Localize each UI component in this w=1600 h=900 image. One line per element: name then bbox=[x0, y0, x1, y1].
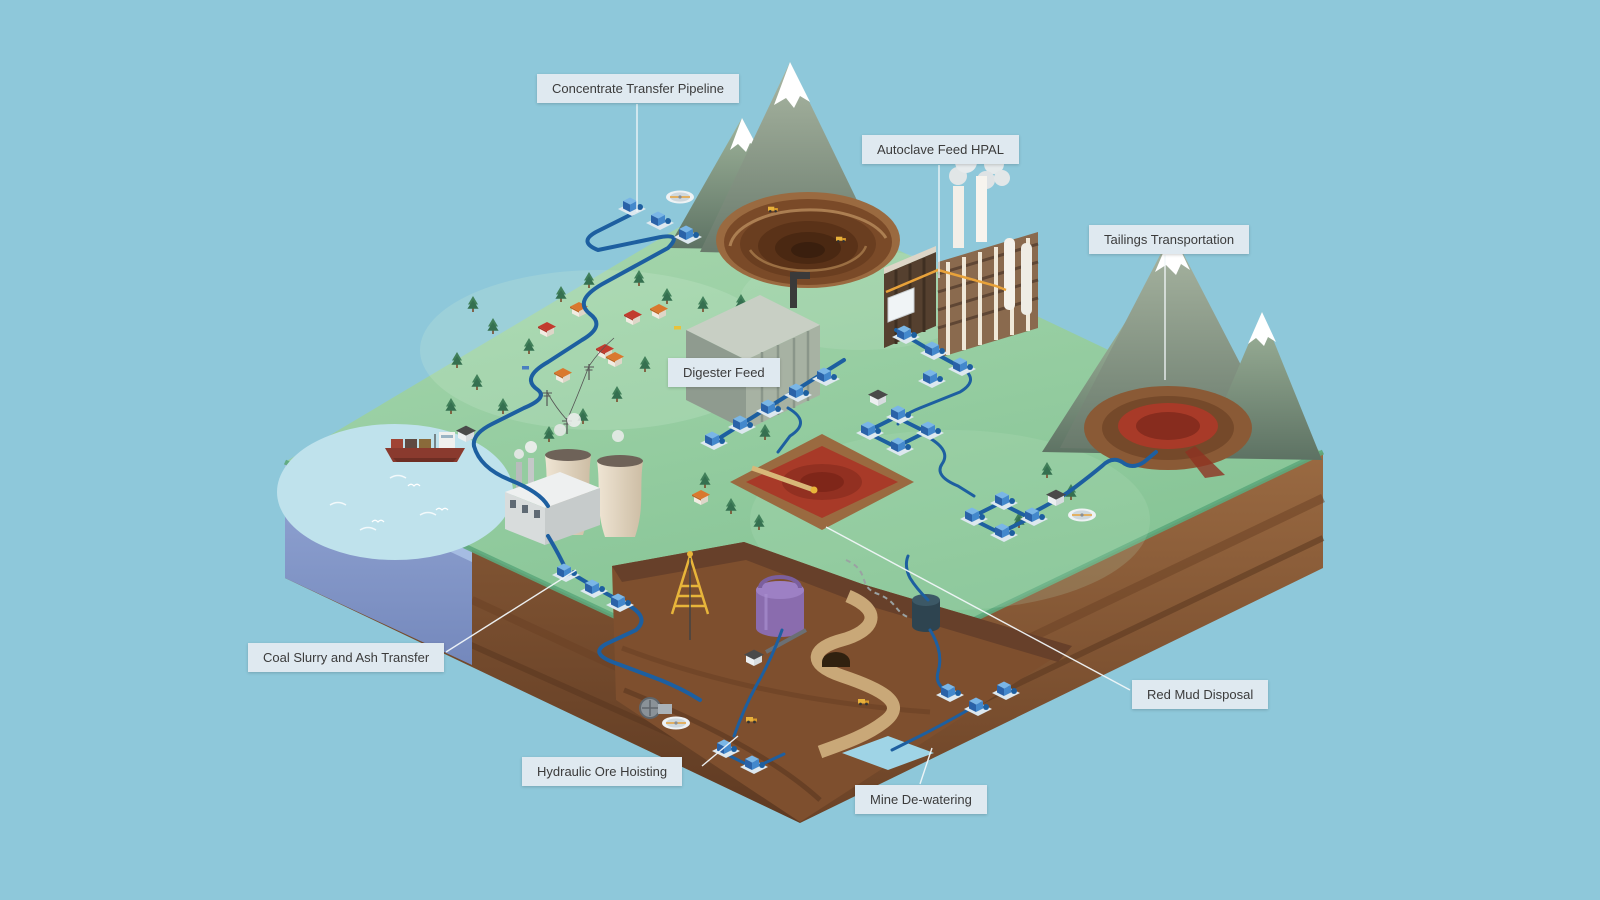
surface-road bbox=[845, 559, 911, 619]
smokestack bbox=[953, 186, 964, 248]
coal-power-plant bbox=[505, 413, 643, 545]
slurry-storage-tank bbox=[756, 575, 804, 637]
tailings-pond bbox=[1084, 386, 1252, 478]
leader-coal bbox=[445, 569, 577, 653]
label-autoclave-feed-hpal: Autoclave Feed HPAL bbox=[862, 135, 1019, 164]
snow-cap bbox=[1248, 312, 1276, 346]
mine-haul-road bbox=[810, 590, 900, 759]
pipeline-ore-hoisting bbox=[732, 628, 784, 738]
conveyor bbox=[765, 628, 807, 654]
pipeline-mid-to-right bbox=[924, 434, 976, 498]
drill-derrick bbox=[670, 551, 710, 640]
tunnel-portal bbox=[822, 652, 850, 667]
plant-panel bbox=[887, 287, 915, 323]
autoclave-vessel bbox=[1021, 243, 1032, 315]
snow-cap bbox=[774, 62, 810, 108]
pump-station-icon bbox=[646, 211, 674, 230]
cooling-tower bbox=[597, 461, 643, 537]
label-red-mud-disposal: Red Mud Disposal bbox=[1132, 680, 1269, 709]
pump-station-icon bbox=[618, 197, 646, 216]
label-hydraulic-ore-hoisting: Hydraulic Ore Hoisting bbox=[522, 757, 683, 786]
thickener-tank bbox=[665, 189, 695, 205]
thickener-tank bbox=[1067, 507, 1097, 523]
leader-dewatering bbox=[919, 747, 933, 785]
thickener-tank bbox=[661, 715, 691, 731]
pipeline-dewatering-riser bbox=[904, 554, 930, 602]
leader-lines bbox=[445, 104, 1166, 785]
pipeline-digester-to-pond bbox=[776, 406, 802, 454]
digester-chimney bbox=[790, 272, 797, 308]
cargo-ship bbox=[385, 432, 465, 462]
mine-water-pool bbox=[842, 736, 934, 770]
hoist-wheel bbox=[639, 697, 672, 719]
open-pit-mine bbox=[716, 192, 900, 288]
snow-cap bbox=[730, 118, 758, 152]
leader-hoisting bbox=[701, 735, 739, 767]
car-icon bbox=[674, 326, 681, 330]
terrain-grass-top bbox=[285, 182, 1323, 703]
label-coal-slurry-and-ash-transfer: Coal Slurry and Ash Transfer bbox=[248, 643, 445, 672]
label-mine-de-watering: Mine De-watering bbox=[855, 785, 987, 814]
red-mud-pond bbox=[730, 434, 914, 530]
pipeline-pumps-to-pool bbox=[890, 708, 970, 752]
hpal-plant bbox=[884, 140, 1039, 358]
pond-walkway bbox=[751, 465, 815, 493]
label-tailings-transportation: Tailings Transportation bbox=[1089, 225, 1250, 254]
car-icon bbox=[522, 366, 529, 370]
harbour-water bbox=[277, 424, 513, 560]
pipeline-concentrate-transfer bbox=[471, 212, 676, 448]
autoclave-vessel bbox=[1004, 238, 1015, 310]
wave-marks bbox=[329, 474, 437, 531]
autoclave-feed-line bbox=[885, 268, 1007, 294]
label-digester-feed: Digester Feed bbox=[668, 358, 780, 387]
plant-building bbox=[505, 472, 600, 508]
leader-redmud bbox=[825, 526, 1131, 691]
smokestack bbox=[976, 176, 987, 242]
pipeline-port-to-powerplant bbox=[472, 444, 550, 508]
label-concentrate-transfer-pipeline: Concentrate Transfer Pipeline bbox=[537, 74, 739, 103]
